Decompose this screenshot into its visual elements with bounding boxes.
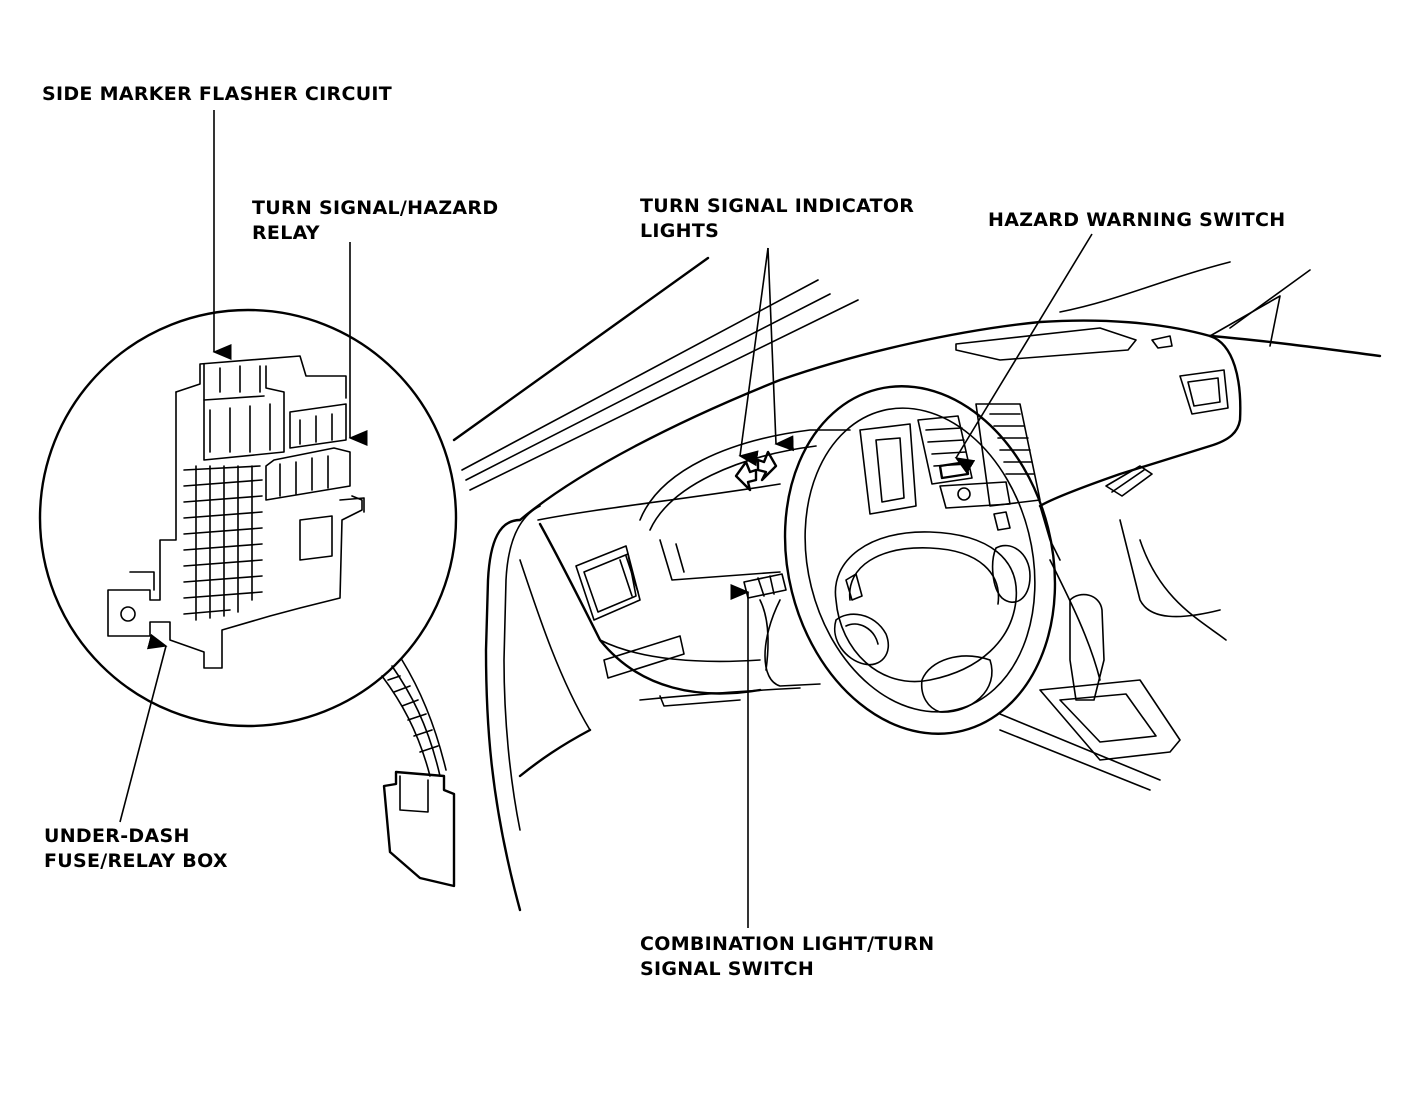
label-line: FUSE/RELAY BOX <box>44 850 228 872</box>
leader-lines <box>119 110 1093 928</box>
label-line: RELAY <box>252 222 320 244</box>
label-line: SIDE MARKER FLASHER CIRCUIT <box>42 83 393 105</box>
steering-column <box>743 573 821 687</box>
dashboard <box>518 261 1382 791</box>
label-line: UNDER-DASH <box>44 825 190 847</box>
wiring-harness <box>381 659 447 777</box>
combination-light-turn-signal-switch-label: COMBINATION LIGHT/TURN SIGNAL SWITCH <box>640 932 934 982</box>
label-line: COMBINATION LIGHT/TURN <box>640 933 935 955</box>
label-line: SIGNAL SWITCH <box>640 958 815 980</box>
label-line: HAZARD WARNING SWITCH <box>988 209 1286 231</box>
under-dash-fuse-relay-box-label: UNDER-DASH FUSE/RELAY BOX <box>44 824 228 874</box>
turn-signal-hazard-relay-label: TURN SIGNAL/HAZARD RELAY <box>252 196 498 246</box>
steering-wheel <box>783 385 1057 735</box>
label-line: LIGHTS <box>640 220 720 242</box>
under-dash-fuse-relay-box-drawing <box>107 355 365 669</box>
label-line: TURN SIGNAL INDICATOR <box>640 195 915 217</box>
side-marker-flasher-circuit-label: SIDE MARKER FLASHER CIRCUIT <box>42 82 392 107</box>
magnified-view-circle <box>38 308 458 728</box>
small-fuse-box-location <box>382 770 456 888</box>
a-pillar-and-door-frame <box>484 319 1212 912</box>
label-line: TURN SIGNAL/HAZARD <box>252 197 499 219</box>
hazard-warning-switch-label: HAZARD WARNING SWITCH <box>988 208 1285 233</box>
turn-signal-indicator-lights-label: TURN SIGNAL INDICATOR LIGHTS <box>640 194 914 244</box>
